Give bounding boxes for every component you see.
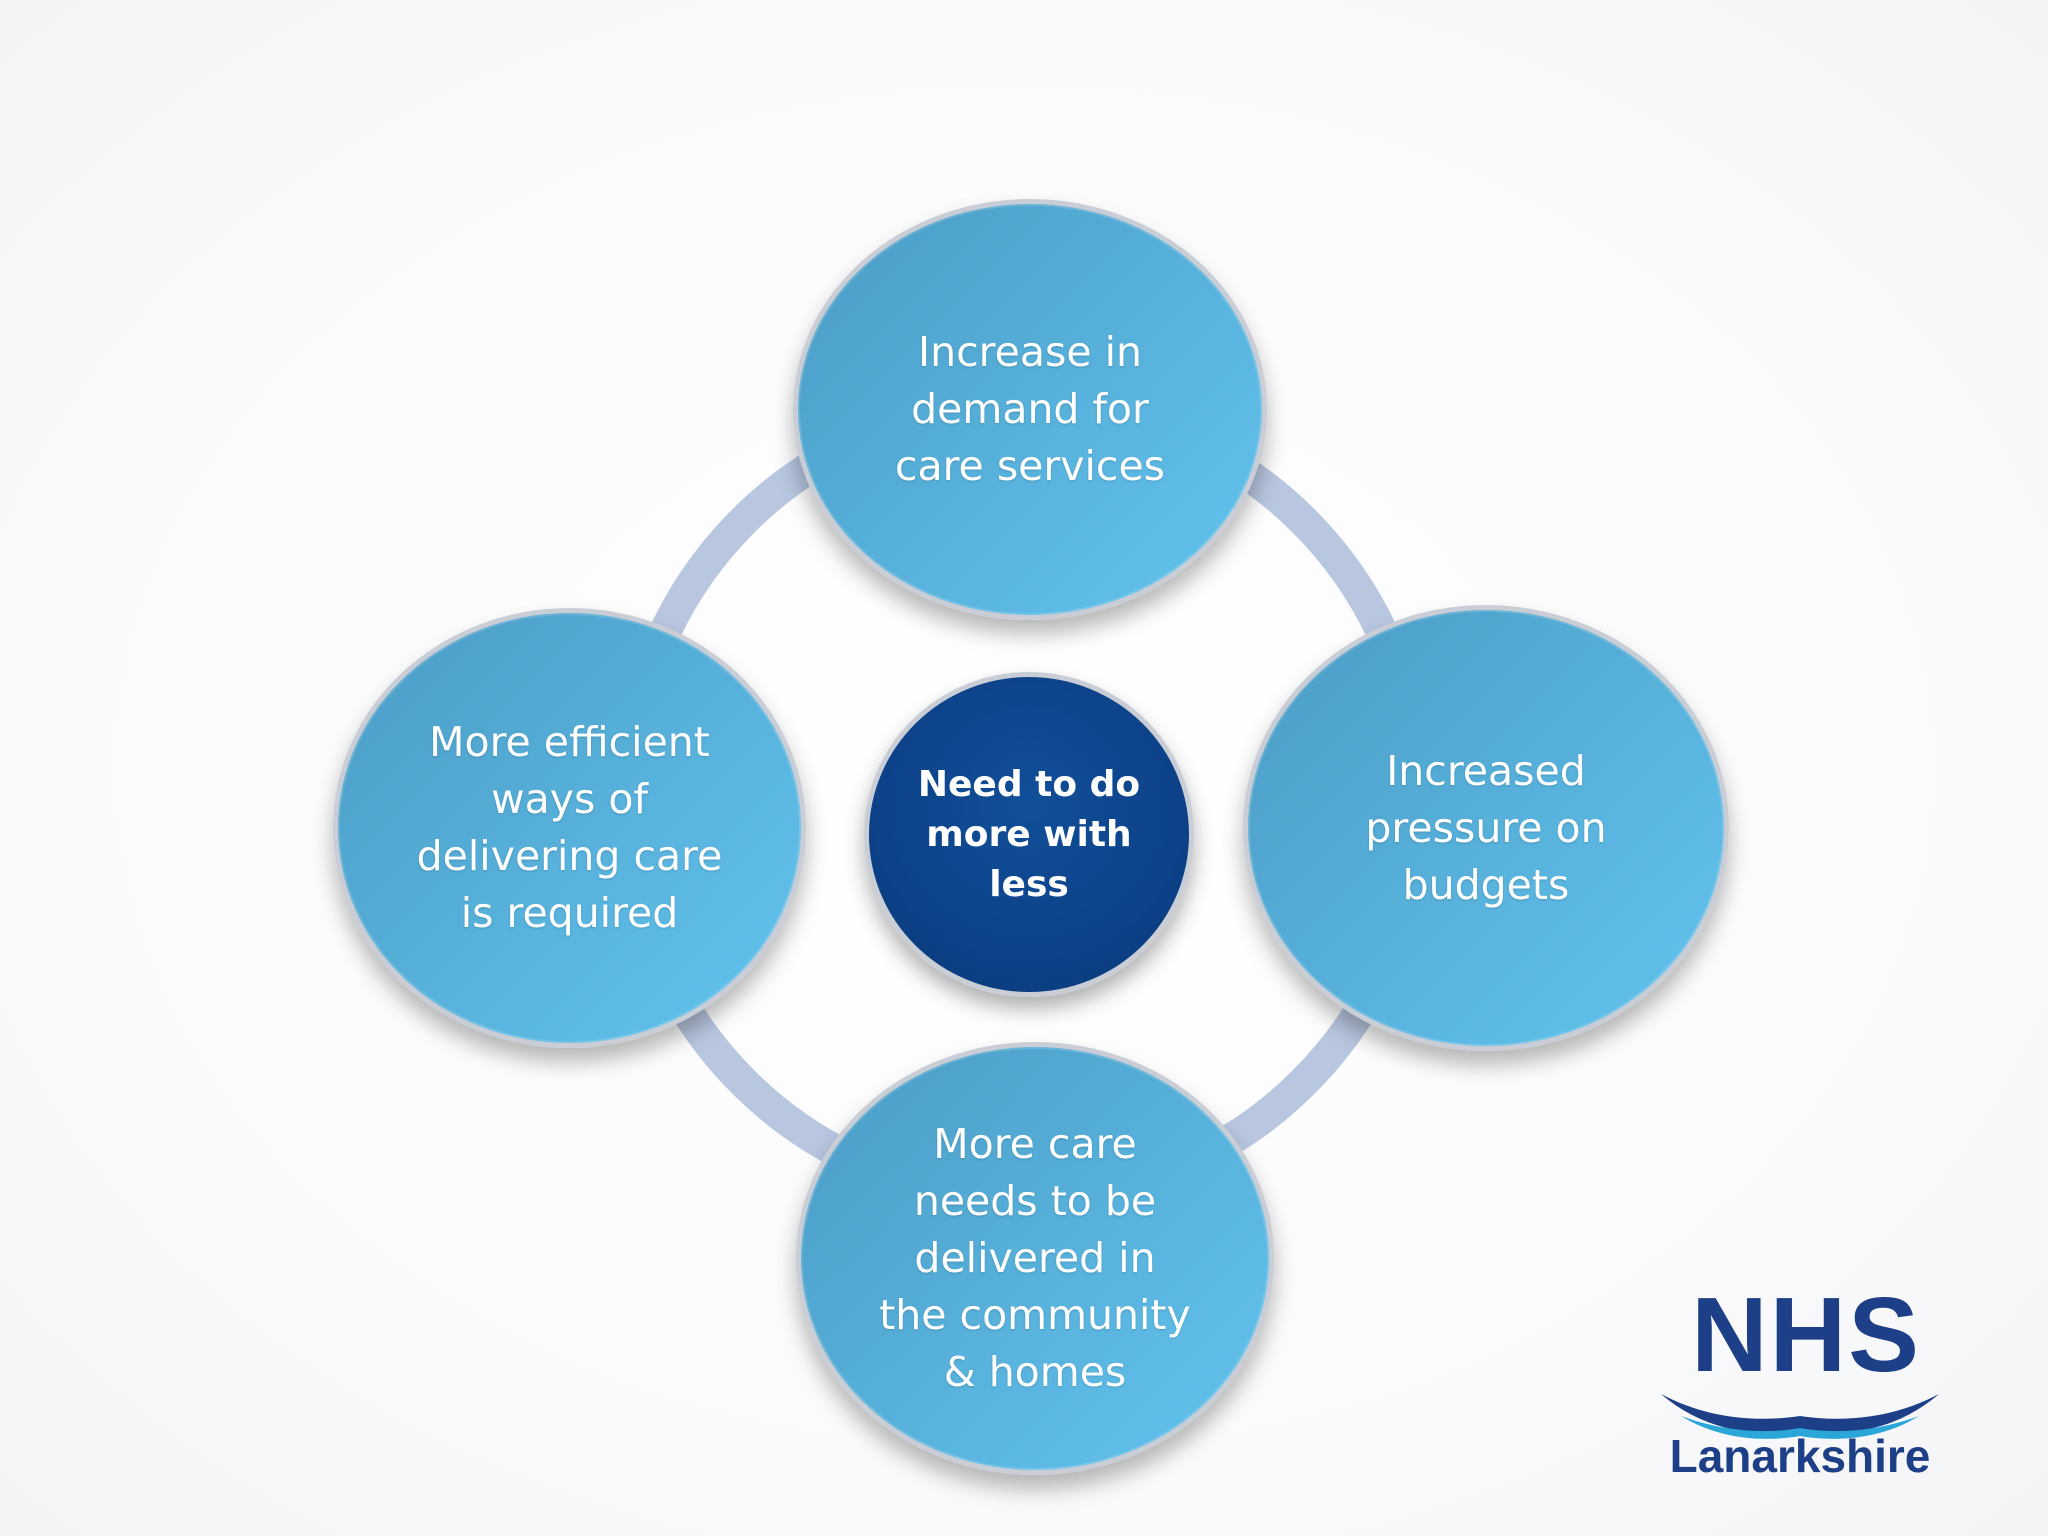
node-label: Increase in demand for care services <box>894 328 1166 490</box>
logo-nhs-text: NHS <box>1691 1276 1921 1394</box>
center-label: Need to do more with less <box>917 763 1141 905</box>
node-budget-pressure: Increased pressure on budgets <box>1243 605 1729 1051</box>
logo-wave-icon <box>1661 1394 1939 1439</box>
nhs-lanarkshire-logo: NHS Lanarkshire <box>1655 1282 1945 1486</box>
node-label: More care needs to be delivered in the c… <box>879 1120 1191 1396</box>
center-node: Need to do more with less <box>864 672 1194 997</box>
node-demand-increase: Increase in demand for care services <box>793 199 1267 620</box>
node-label: More efficient ways of delivering care i… <box>416 718 723 937</box>
logo-region-text: Lanarkshire <box>1669 1430 1931 1482</box>
node-label: Increased pressure on budgets <box>1365 746 1607 909</box>
node-community-care: More care needs to be delivered in the c… <box>796 1042 1274 1475</box>
node-efficient-delivery: More efficient ways of delivering care i… <box>333 608 806 1048</box>
